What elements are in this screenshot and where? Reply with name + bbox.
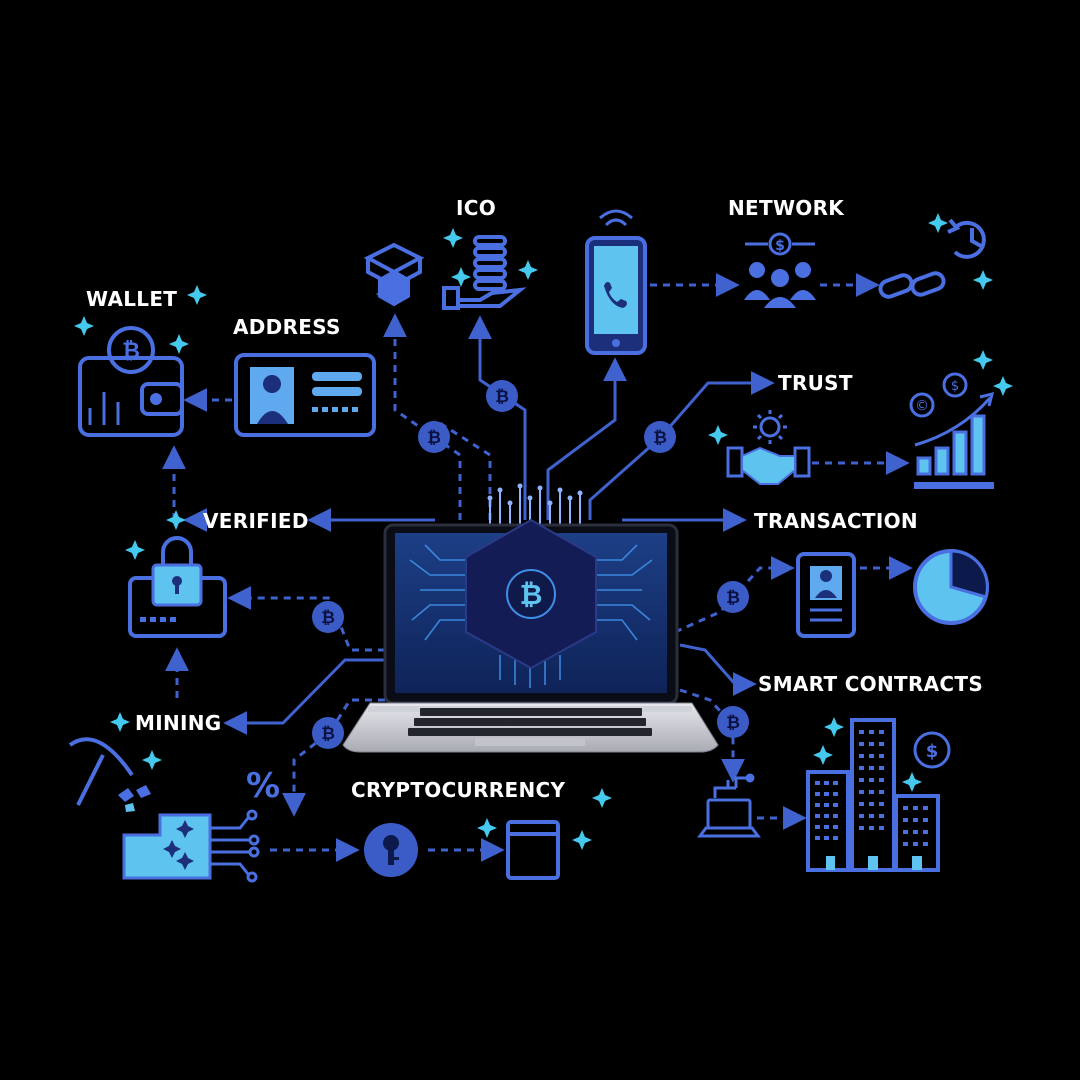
coin-icon: ₿: [717, 581, 749, 613]
buildings-icon: $: [806, 718, 951, 872]
sparkle-icon: [902, 772, 922, 792]
label-wallet: WALLET: [86, 287, 178, 311]
sparkle-icon: [142, 750, 162, 770]
svg-text:₿: ₿: [122, 339, 140, 364]
mining-box-icon: [122, 809, 260, 883]
label-trust: TRUST: [778, 371, 853, 395]
bitcoin-chip-icon: ₿: [465, 518, 597, 670]
svg-text:₿: ₿: [427, 428, 441, 448]
sparkle-icon: [187, 285, 207, 305]
svg-text:©: ©: [915, 398, 929, 414]
label-ico: ICO: [456, 196, 497, 220]
sparkle-icon: [443, 228, 463, 248]
key-coin-icon: [364, 823, 418, 877]
coin-stack-hand-icon: [442, 235, 527, 310]
label-transaction: TRANSACTION: [754, 509, 918, 533]
coin-icon: ₿: [312, 601, 344, 633]
history-clock-icon: [947, 218, 986, 259]
svg-text:₿: ₿: [726, 588, 740, 608]
connector-lines: [162, 273, 913, 862]
sparkle-icon: [973, 270, 993, 290]
percent-icon: %: [246, 766, 280, 806]
pie-chart-icon: [913, 549, 989, 625]
coin-icon: ₿: [418, 421, 450, 453]
circuit-traces: [489, 488, 581, 525]
svg-text:₿: ₿: [726, 713, 740, 733]
sparkle-group: [74, 213, 1013, 850]
card-icon: [506, 820, 560, 880]
svg-text:₿: ₿: [495, 387, 509, 407]
padlock-card-icon: [128, 536, 227, 638]
sparkle-icon: [993, 376, 1013, 396]
svg-text:$: $: [926, 741, 939, 762]
sparkle-icon: [477, 818, 497, 838]
chain-link-icon: [878, 271, 946, 299]
blockchain-cubes-icon: [363, 242, 425, 307]
coin-icon: ₿: [312, 717, 344, 749]
sparkle-icon: [125, 540, 145, 560]
label-cryptocurrency: CRYPTOCURRENCY: [351, 778, 566, 802]
label-smart-contracts: SMART CONTRACTS: [758, 672, 984, 696]
pickaxe-icon: [68, 737, 134, 806]
sparkle-icon: [708, 425, 728, 445]
sparkle-icon: [572, 830, 592, 850]
label-verified: VERIFIED: [203, 509, 309, 533]
laptop-icon: ₿: [342, 483, 719, 753]
sparkle-icon: [110, 712, 130, 732]
svg-text:$: $: [951, 379, 959, 394]
svg-text:₿: ₿: [321, 724, 335, 744]
coin-icon: ₿: [717, 706, 749, 738]
coin-icon: ₿: [486, 380, 518, 412]
rock-icon: [118, 785, 151, 812]
sparkle-icon: [824, 717, 844, 737]
id-card-icon: [234, 353, 376, 437]
sparkle-icon: [928, 213, 948, 233]
handshake-icon: [726, 410, 811, 485]
computer-icon: [697, 773, 761, 838]
mobile-profile-icon: [796, 552, 856, 638]
coin-group: ₿ ₿ ₿ ₿ ₿ ₿ ₿: [312, 380, 749, 749]
sparkle-icon: [518, 260, 538, 280]
growth-chart-icon: © $: [909, 372, 995, 489]
sparkle-icon: [74, 316, 94, 336]
svg-text:₿: ₿: [520, 578, 543, 611]
svg-text:₿: ₿: [653, 428, 667, 448]
sparkle-icon: [166, 510, 186, 530]
sparkle-icon: [169, 334, 189, 354]
sparkle-icon: [973, 350, 993, 370]
sparkle-icon: [451, 267, 471, 287]
network-people-icon: $: [744, 232, 816, 308]
svg-text:₿: ₿: [321, 608, 335, 628]
smartphone-icon: [585, 209, 647, 355]
coin-icon: ₿: [644, 421, 676, 453]
sparkle-icon: [592, 788, 612, 808]
keyboard: [408, 708, 652, 736]
label-network: NETWORK: [728, 196, 845, 220]
label-address: ADDRESS: [233, 315, 341, 339]
label-mining: MINING: [135, 711, 222, 735]
svg-text:$: $: [775, 238, 785, 254]
wallet-icon: ₿: [78, 326, 184, 437]
sparkle-icon: [813, 745, 833, 765]
